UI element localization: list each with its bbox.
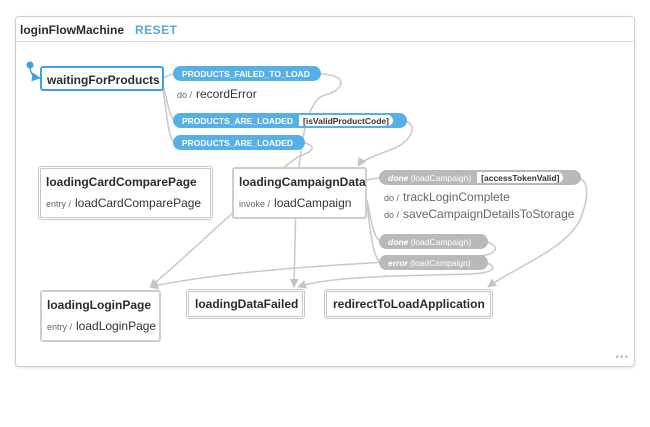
machine-title: loginFlowMachine	[20, 23, 124, 37]
action-type-label: invoke /	[239, 199, 271, 209]
reset-button[interactable]: RESET	[135, 23, 178, 37]
state-redirectToLoadApplication[interactable]: redirectToLoadApplication	[324, 289, 493, 319]
action-type-label: entry /	[46, 199, 72, 209]
entry-action: loadLoginPage	[76, 319, 157, 333]
state-name: loadingLoginPage	[47, 298, 151, 312]
machine-header: loginFlowMachine RESET	[20, 22, 178, 38]
transition-action-saveCampaignDetailsToStorage: do /saveCampaignDetailsToStorage	[384, 207, 575, 221]
state-name: loadingCampaignData	[239, 175, 366, 189]
invoke-action: loadCampaign	[274, 196, 352, 210]
state-name: loadingDataFailed	[195, 297, 299, 311]
event-done-loadCampaign-guarded[interactable]: done (loadCampaign) [accessTokenValid]	[379, 170, 581, 185]
state-name: loadingCardComparePage	[46, 175, 197, 189]
event-products-failed-to-load[interactable]: PRODUCTS_FAILED_TO_LOAD	[173, 66, 321, 81]
state-loadingDataFailed[interactable]: loadingDataFailed	[186, 289, 305, 319]
more-options-icon[interactable]: •••	[615, 352, 629, 363]
state-name: redirectToLoadApplication	[333, 297, 485, 311]
guard-accessTokenValid: [accessTokenValid]	[477, 172, 564, 183]
header-divider	[16, 41, 634, 42]
action-type-label: entry /	[47, 322, 73, 332]
state-loadingLoginPage[interactable]: loadingLoginPage entry /loadLoginPage	[40, 290, 161, 342]
event-products-are-loaded[interactable]: PRODUCTS_ARE_LOADED	[173, 135, 305, 150]
state-loadingCardComparePage[interactable]: loadingCardComparePage entry /loadCardCo…	[38, 166, 213, 220]
guard-isValidProductCode: [isValidProductCode]	[299, 115, 393, 126]
transition-action-trackLoginComplete: do /trackLoginComplete	[384, 190, 510, 204]
state-loadingCampaignData[interactable]: loadingCampaignData invoke /loadCampaign	[232, 167, 367, 219]
state-name: waitingForProducts	[47, 73, 160, 87]
event-products-are-loaded-guarded[interactable]: PRODUCTS_ARE_LOADED [isValidProductCode]	[173, 113, 407, 128]
state-waitingForProducts[interactable]: waitingForProducts	[40, 66, 164, 91]
transition-action-recordError: do /recordError	[177, 87, 257, 101]
entry-action: loadCardComparePage	[75, 196, 202, 210]
event-done-loadCampaign[interactable]: done (loadCampaign)	[379, 234, 488, 249]
event-error-loadCampaign[interactable]: error (loadCampaign)	[379, 255, 488, 270]
